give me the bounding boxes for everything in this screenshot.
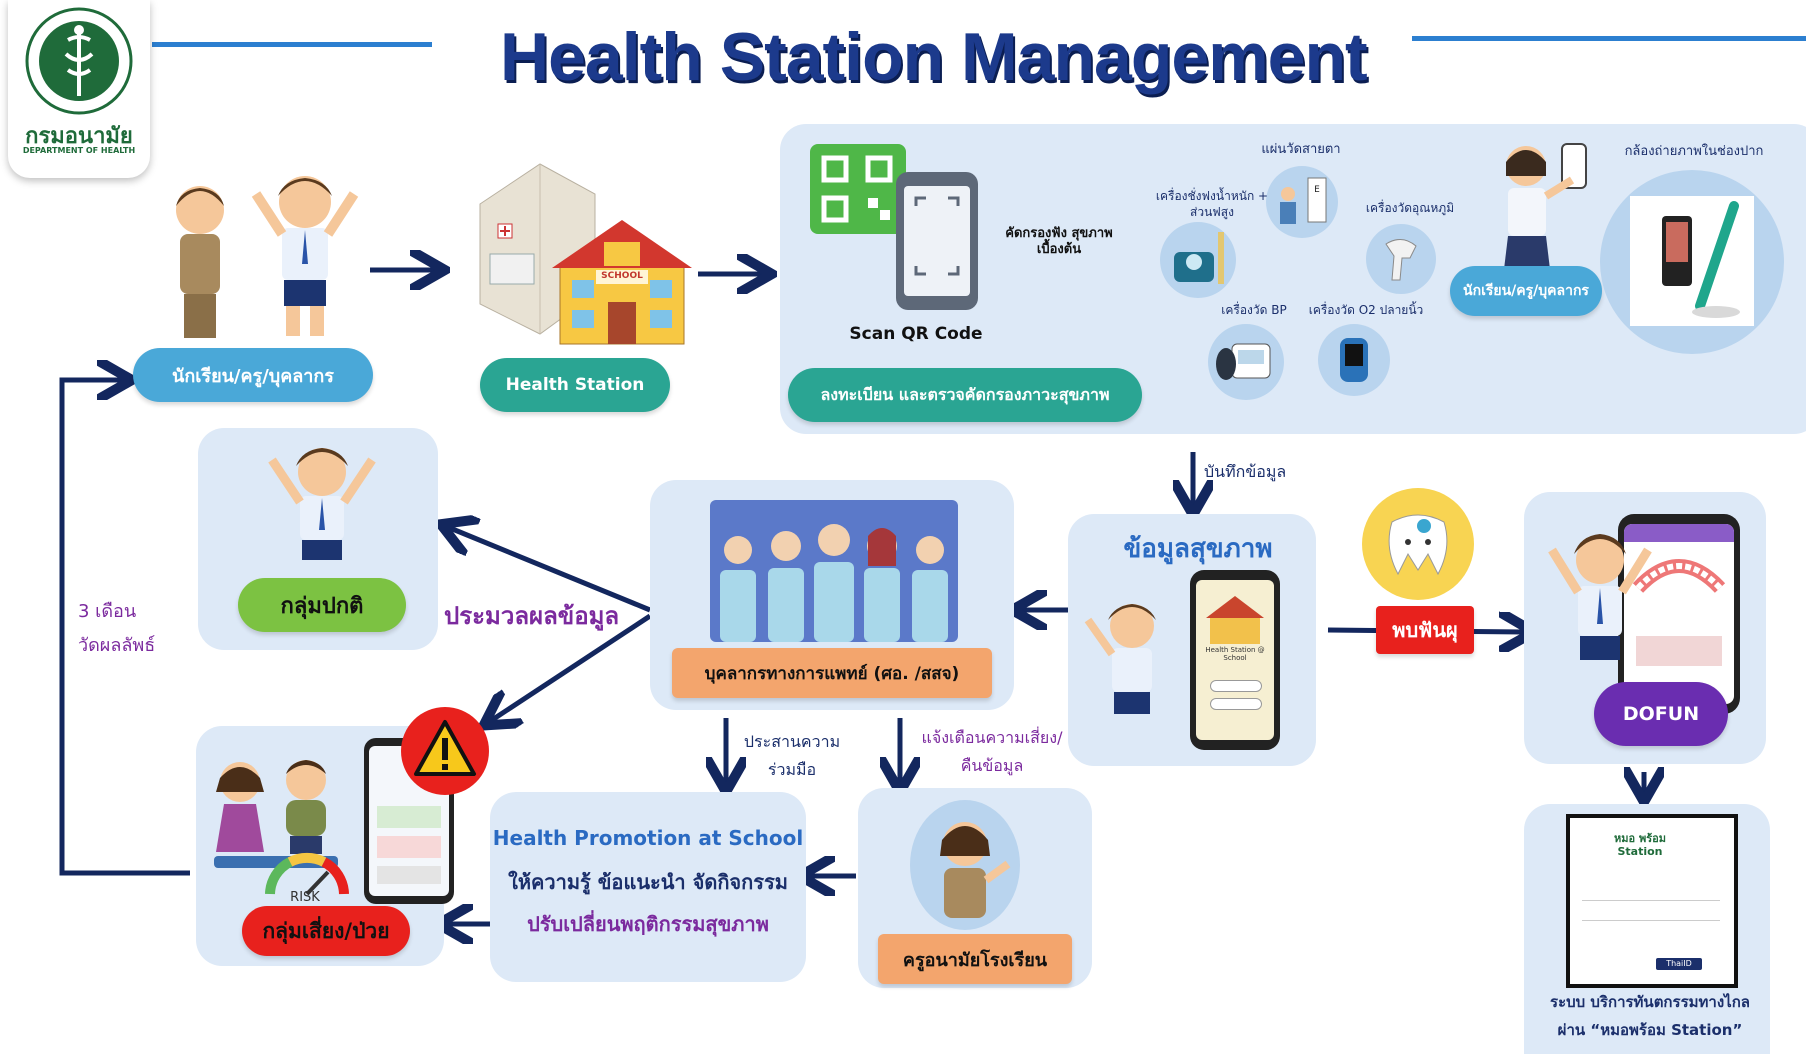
phone-card-text: Health Station @ School	[1205, 646, 1265, 662]
warning-icon	[401, 707, 489, 795]
health-station-pill: Health Station	[480, 358, 670, 412]
months-label-2: วัดผลลัพธ์	[78, 635, 156, 656]
dofun-student-icon	[1548, 534, 1652, 660]
risk-gauge-icon	[265, 852, 349, 896]
dofun-pill[interactable]: DOFUN	[1594, 682, 1728, 746]
scan-qr-label: Scan QR Code	[849, 324, 983, 344]
ministry-seal-icon	[25, 7, 133, 115]
scale-device	[1160, 222, 1236, 298]
oral-camera-label: กล้องถ่ายภาพในช่องปาก	[1624, 144, 1764, 159]
months-label-1: 3 เดือน	[78, 601, 137, 622]
oral-camera-icon	[1662, 201, 1740, 318]
medical-staff-pill: บุคลากรทางการแพทย์ (ศอ. /สสจ)	[672, 648, 992, 698]
teeth-chart-icon	[1632, 559, 1726, 593]
promotion-line-1: Health Promotion at School	[492, 826, 804, 850]
page-title: Health Station Management	[500, 19, 1368, 95]
nurse-teacher-icon	[940, 822, 1011, 918]
weight-scale-icon	[1174, 232, 1224, 284]
app-school-icon	[1206, 596, 1264, 644]
logo-english-text: DEPARTMENT OF HEALTH	[22, 146, 136, 155]
health-promotion-panel	[490, 792, 806, 982]
student-phone-icon	[1084, 604, 1156, 714]
bp-monitor-icon	[1216, 343, 1271, 380]
bp-label: เครื่องวัด BP	[1221, 303, 1287, 317]
students-pill: นักเรียน/ครู/บุคลากร	[133, 348, 373, 402]
app-button-1[interactable]	[1210, 680, 1262, 692]
health-station-illustration: SCHOOL	[470, 150, 692, 350]
eye-chart-label: แผ่นวัดสายตา	[1261, 142, 1341, 157]
eye-chart-device: E	[1266, 166, 1338, 238]
phone-scan-icon	[896, 172, 978, 310]
header-line-left	[152, 42, 432, 47]
thermometer-device	[1366, 224, 1436, 294]
logo-thai-text: กรมอนามัย	[25, 124, 133, 149]
teacher-icon	[176, 186, 224, 338]
screening-arrow-label: คัดกรองฟัง สุขภาพเบื้องต้น	[1005, 226, 1113, 257]
health-app-phone: Health Station @ School	[1190, 570, 1280, 750]
students-illustration	[150, 170, 370, 350]
tooth-decay-pill: พบฟันผุ	[1376, 606, 1474, 654]
oximeter-icon	[1340, 338, 1368, 382]
bp-device	[1208, 324, 1284, 400]
school-nurse-avatar	[910, 800, 1020, 930]
header-line-right	[1412, 36, 1806, 41]
coordinate-label: ประสานความ ร่วมมือ	[743, 732, 841, 779]
scale-label: เครื่องชั่งฟงน้ำหนัก + ส่วนฟสูง	[1155, 189, 1269, 219]
svg-text:E: E	[1314, 185, 1320, 195]
arrow-loop-back	[59, 380, 190, 876]
risk-gauge-label: RISK	[290, 890, 320, 905]
school-nurse-pill: ครูอนามัยโรงเรียน	[878, 934, 1072, 984]
qr-code-icon	[810, 144, 906, 234]
promotion-line-3: ปรับเปลี่ยนพฤติกรรมสุขภาพ	[527, 912, 769, 936]
students-pill-2: นักเรียน/ครู/บุคลากร	[1450, 266, 1602, 316]
dofun-phone	[1618, 514, 1740, 714]
school-sign-text: SCHOOL	[601, 271, 643, 281]
happy-student-icon	[268, 448, 376, 560]
oximeter-label: เครื่องวัด O2 ปลายนิ้ว	[1308, 303, 1424, 317]
tooth-decay-circle	[1362, 488, 1474, 600]
register-pill: ลงทะเบียน และตรวจคัดกรองภาวะสุขภาพ	[788, 368, 1142, 422]
medical-staff-photo	[710, 500, 958, 642]
department-logo: กรมอนามัย DEPARTMENT OF HEALTH	[8, 0, 150, 178]
school-building-icon	[552, 220, 692, 345]
oral-camera-device	[1600, 170, 1784, 354]
eye-chart-icon: E	[1280, 177, 1327, 224]
oximeter-device	[1318, 324, 1390, 396]
health-data-title: ข้อมูลสุขภาพ	[1123, 534, 1273, 564]
record-label: บันทึกข้อมูล	[1204, 462, 1287, 481]
warn-label: แจ้งเตือนความเสี่ยง/ คืนข้อมูล	[921, 728, 1063, 775]
normal-group-pill: กลุ่มปกติ	[238, 578, 406, 632]
thaid-button[interactable]: ThaiID	[1656, 958, 1702, 970]
mor-prom-logo: หมอ พร้อม Station	[1614, 832, 1666, 858]
medical-staff-group-icon	[720, 524, 948, 642]
thermometer-icon	[1385, 239, 1417, 281]
student-boy-icon	[251, 176, 359, 336]
mor-prom-screen: หมอ พร้อม Station ThaiID	[1566, 814, 1738, 988]
decayed-tooth-icon	[1388, 514, 1448, 576]
telemed-line-1: ระบบ บริการทันตกรรมทางไกล	[1550, 993, 1750, 1011]
promotion-line-2: ให้ความรู้ ข้อแนะนำ จัดกิจกรรม	[508, 870, 788, 894]
telemed-line-2: ผ่าน “หมอพร้อม Station”	[1557, 1021, 1743, 1039]
process-label: ประมวลผลข้อมูล	[444, 602, 620, 630]
risk-group-pill: กลุ่มเสี่ยง/ป่วย	[242, 906, 410, 956]
thermometer-label: เครื่องวัดอุณหภูมิ	[1365, 201, 1455, 215]
app-button-2[interactable]	[1210, 698, 1262, 710]
